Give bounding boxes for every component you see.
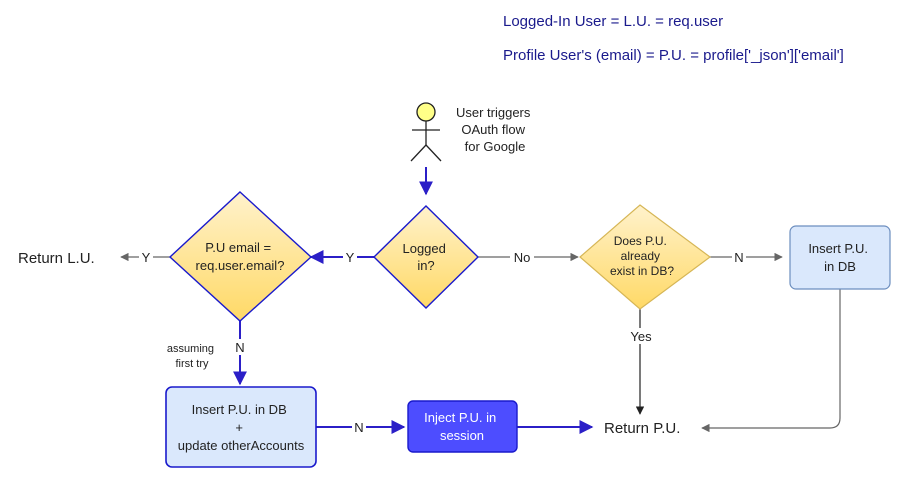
svg-text:P.U email = req.user.ema: P.U email = req.user.email? <box>196 240 285 273</box>
edge-label-n-exists: N <box>734 250 743 265</box>
terminal-return-lu: Return L.U. <box>18 250 95 267</box>
edge-label-no: No <box>514 250 531 265</box>
decision-email-match: P.U email = req.user.email? <box>168 191 313 322</box>
actor-label: User triggers OAuth flow for Google <box>456 105 534 154</box>
edge-label-y-logged: Y <box>346 250 355 265</box>
terminal-return-pu: Return P.U. <box>604 420 680 437</box>
assumption-note: assuming first try <box>167 343 217 370</box>
edge-label-n-inject: N <box>354 420 363 435</box>
edge-label-yes-exists: Yes <box>630 329 652 344</box>
stick-figure-icon <box>410 102 442 162</box>
edge-insert-pu-to-return <box>701 289 841 433</box>
svg-text:Inject P.U. in session: Inject P.U. in session <box>424 410 500 443</box>
process-insert-update: Insert P.U. in DB + update otherAccounts <box>165 386 317 468</box>
process-insert-pu: Insert P.U. in DB <box>789 225 891 290</box>
svg-text:Insert P.U. in DB +: Insert P.U. in DB + update otherAccounts <box>178 402 305 453</box>
svg-text:Insert P.U. in DB: Insert P.U. in DB <box>808 241 871 274</box>
svg-text:Does P.U. already: Does P.U. already exist in DB? <box>610 234 674 278</box>
edge-label-y-email: Y <box>142 250 151 265</box>
process-inject-session: Inject P.U. in session <box>407 400 518 453</box>
legend-line-1: Logged-In User = L.U. = req.user <box>503 13 723 30</box>
edge-label-n-email: N <box>235 340 244 355</box>
decision-logged-in: Logged in? <box>373 205 479 309</box>
legend-line-2: Profile User's (email) = P.U. = profile[… <box>503 47 844 64</box>
decision-pu-exists: Does P.U. already exist in DB? <box>579 204 712 310</box>
svg-text:Logged in?: Logged in? <box>402 241 449 273</box>
